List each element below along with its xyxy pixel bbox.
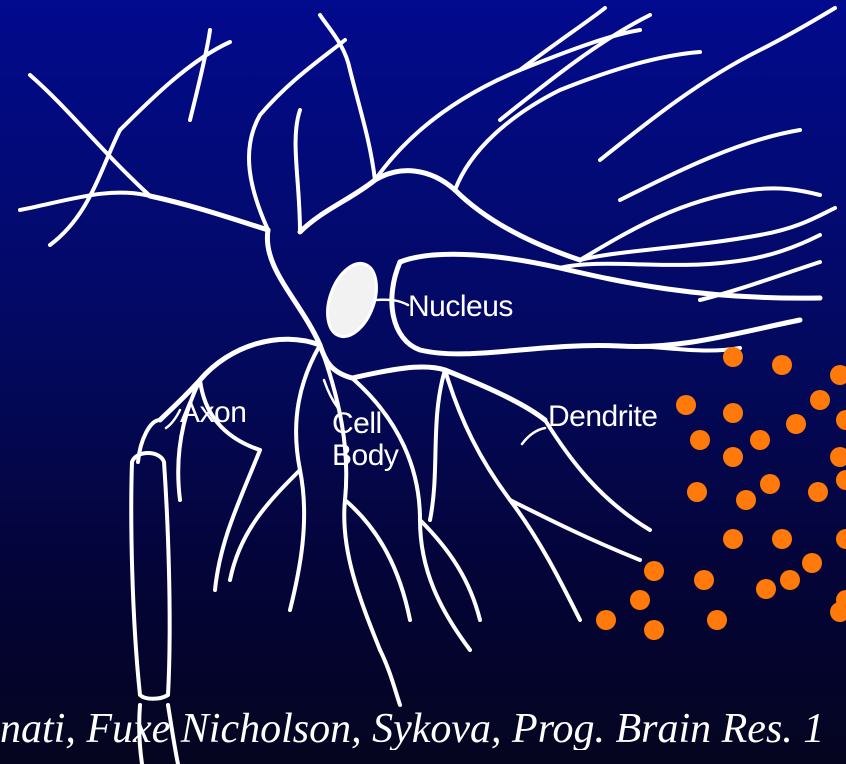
particle xyxy=(836,410,846,430)
particle xyxy=(750,430,770,450)
particle xyxy=(736,490,756,510)
particle xyxy=(836,529,846,549)
particle xyxy=(596,610,616,630)
particle xyxy=(694,570,714,590)
citation-text: nati, Fuxe Nicholson, Sykova, Prog. Brai… xyxy=(0,708,846,750)
particle xyxy=(676,395,696,415)
particle xyxy=(780,570,800,590)
cell-body-label: Cell Body xyxy=(332,408,398,471)
axon-label: Axon xyxy=(180,398,246,428)
particle xyxy=(808,482,828,502)
particle xyxy=(802,553,822,573)
particle xyxy=(644,561,664,581)
nucleus xyxy=(318,257,385,343)
dendrites-lower xyxy=(178,345,650,705)
particle xyxy=(723,403,743,423)
particle xyxy=(690,430,710,450)
particle xyxy=(723,447,743,467)
particle xyxy=(723,347,743,367)
nucleus-label: Nucleus xyxy=(408,292,513,322)
particle xyxy=(836,470,846,490)
particle xyxy=(707,610,727,630)
particle xyxy=(687,482,707,502)
particle xyxy=(772,529,792,549)
particle xyxy=(830,447,846,467)
particle xyxy=(772,355,792,375)
particle xyxy=(810,390,830,410)
particle xyxy=(630,590,650,610)
body-label: Body xyxy=(332,440,398,472)
dendrite-label: Dendrite xyxy=(548,402,657,432)
particle xyxy=(786,414,806,434)
cell-label: Cell xyxy=(332,408,398,440)
particle xyxy=(830,365,846,385)
particle xyxy=(644,620,664,640)
particle xyxy=(756,579,776,599)
particles xyxy=(596,347,846,640)
particle xyxy=(760,474,780,494)
particle xyxy=(723,529,743,549)
